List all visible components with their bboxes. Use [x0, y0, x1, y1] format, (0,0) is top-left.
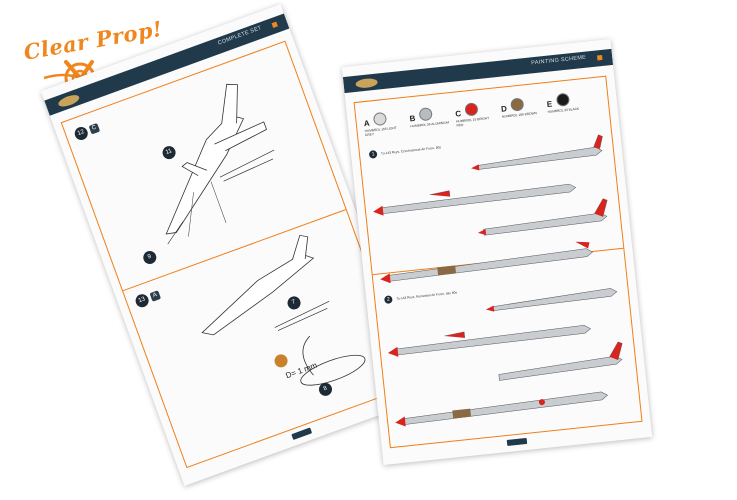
instruction-frame: 12 C 11 9 13 A 7 D= 1 mm 8	[60, 40, 412, 469]
swatch-caption: HUMBROL 166 LIGHT GREY	[364, 125, 397, 138]
brand-mark-icon	[355, 77, 379, 89]
paint-swatch: A HUMBROL 166 LIGHT GREY	[363, 109, 404, 143]
swatch-caption: HUMBROL 33 BLACK	[547, 106, 580, 114]
paint-swatch: C HUMBROL 19 BRIGHT RED	[454, 100, 495, 134]
swatch-caption: HUMBROL 19 BRIGHT RED	[455, 116, 490, 128]
drone-profile-top	[471, 134, 603, 171]
paint-swatch: B HUMBROL 56 ALUMINIUM	[409, 104, 450, 138]
variant-2-profiles	[387, 288, 623, 427]
drone-profile-side	[373, 183, 577, 216]
drone-profile-top	[485, 288, 618, 312]
variant-1-profiles	[373, 134, 608, 284]
swatch-letter: C	[454, 109, 462, 119]
sheet-header-title: COMPLETE SET	[217, 25, 263, 47]
drone-profile-bottom	[498, 341, 623, 381]
swatch-letter: A	[363, 118, 371, 129]
page-number-tab	[290, 427, 312, 441]
swatch-color-icon	[464, 102, 479, 117]
swatch-color-icon	[418, 107, 433, 122]
step-tag-badge: C	[88, 122, 101, 135]
swatch-color-icon	[510, 97, 525, 112]
swatch-caption: HUMBROL 186 BROWN	[501, 111, 538, 119]
drone-profile-side	[387, 325, 591, 357]
brand-mark-icon	[56, 92, 81, 109]
step-tag-badge: A	[149, 290, 162, 302]
roundel-icon	[538, 399, 545, 406]
paint-swatch: D HUMBROL 186 BROWN	[500, 95, 541, 129]
drone-profile-launcher	[395, 391, 609, 427]
drone-profile-launcher	[380, 241, 593, 284]
swatch-letter: D	[500, 104, 508, 114]
painting-scheme-sheet: PAINTING SCHEME A HUMBROL 166 LIGHT GREY…	[341, 38, 653, 466]
swatch-color-icon	[555, 92, 571, 107]
missile-stand-drawing	[201, 234, 366, 386]
assembly-instruction-sheet: COMPLETE SET 12 C 11 9 13 A 7	[40, 4, 425, 486]
step-number-badge: 12	[72, 125, 90, 142]
paint-swatch: E HUMBROL 33 BLACK	[546, 90, 587, 124]
swatch-caption: HUMBROL 56 ALUMINIUM	[410, 120, 450, 129]
step-number-badge: 13	[133, 292, 151, 310]
header-marker-icon	[271, 21, 278, 28]
header-marker-icon	[597, 54, 603, 61]
swatch-letter: B	[409, 113, 416, 124]
page-number-tab	[506, 437, 528, 446]
missile-assembly-drawing	[165, 83, 275, 245]
swatch-letter: E	[546, 99, 553, 109]
sheet-header-title: PAINTING SCHEME	[531, 54, 587, 67]
swatch-color-icon	[372, 111, 388, 127]
drone-profile-bottom	[477, 198, 608, 236]
